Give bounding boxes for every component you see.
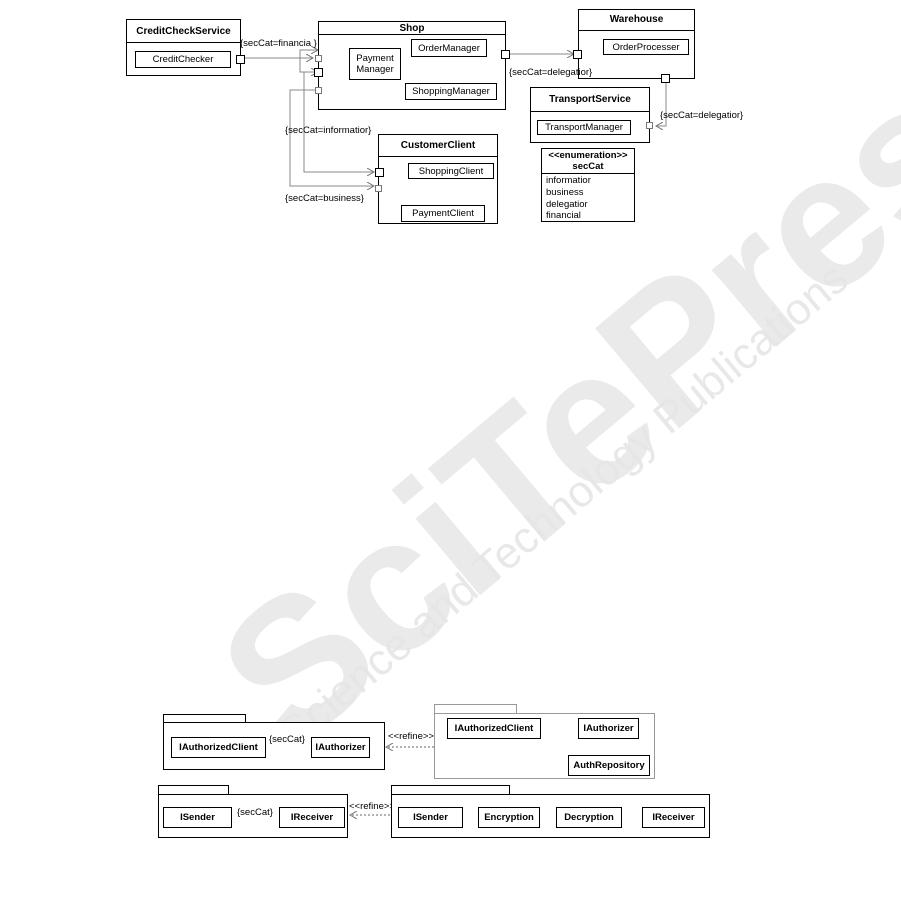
package-tab [158,785,229,795]
sec-cat-enumeration: <<enumeration>> secCat informatior busin… [541,148,635,222]
shop-port-credit [315,55,322,62]
component-title: CustomerClient [400,140,476,151]
enum-literal: informatior [546,175,591,186]
transport-service-component: TransportService TransportManager [530,87,650,143]
component-title: Warehouse [609,14,664,25]
constraint-seccat-2: {secCat} [237,807,273,818]
transport-port [646,122,653,129]
transport-manager-part: TransportManager [537,120,631,135]
client-port-business [375,185,382,192]
credit-check-service-component: CreditCheckService CreditChecker [126,19,241,76]
warehouse-component: Warehouse OrderProcesser [578,9,695,79]
label-delegation-2: {secCat=delegatior} [660,110,744,121]
shop-port-client-info [314,68,323,77]
shop-port-client-business [315,87,322,94]
enum-literal: business [546,187,584,198]
auth-repository-box: AuthRepository [568,755,650,776]
payment-client-part: PaymentClient [401,205,485,222]
credit-port [236,55,245,64]
shopping-manager-part: ShoppingManager [405,83,497,100]
shop-port-warehouse [501,50,510,59]
warehouse-port-in [573,50,582,59]
package-tab [391,785,510,795]
enum-stereotype: <<enumeration>> [548,150,628,161]
shopping-client-part: ShoppingClient [408,163,494,179]
label-financial: {secCat=financia } [240,38,317,49]
enum-literal: delegatior [546,199,588,210]
client-port-info [375,168,384,177]
shop-component: Shop Payment Manager OrderManager Shoppi… [318,21,506,110]
label-information: {secCat=informatior} [285,125,372,136]
credit-checker-part: CreditChecker [135,51,231,68]
constraint-seccat-1: {secCat} [269,734,305,745]
refine-label-1: <<refine>> [388,731,434,742]
component-title: TransportService [549,94,631,105]
customer-client-component: CustomerClient ShoppingClient PaymentCli… [378,134,498,224]
component-title: Shop [399,23,425,34]
order-processer-part: OrderProcesser [603,39,689,55]
package-tab [434,704,517,714]
package-tab [163,714,246,723]
warehouse-port-out [661,74,670,83]
component-title: CreditCheckService [136,26,231,37]
payment-manager-part: Payment Manager [349,48,401,80]
enum-name: secCat [572,161,604,172]
order-manager-part: OrderManager [411,39,487,57]
label-business: {secCat=business} [285,193,364,204]
encryption-box: Encryption [478,807,540,828]
decryption-box: Decryption [556,807,622,828]
label-delegation-1: {secCat=delegatior} [509,67,593,78]
refine-label-2: <<refine>> [349,801,395,812]
enum-literal: financial [546,210,581,221]
